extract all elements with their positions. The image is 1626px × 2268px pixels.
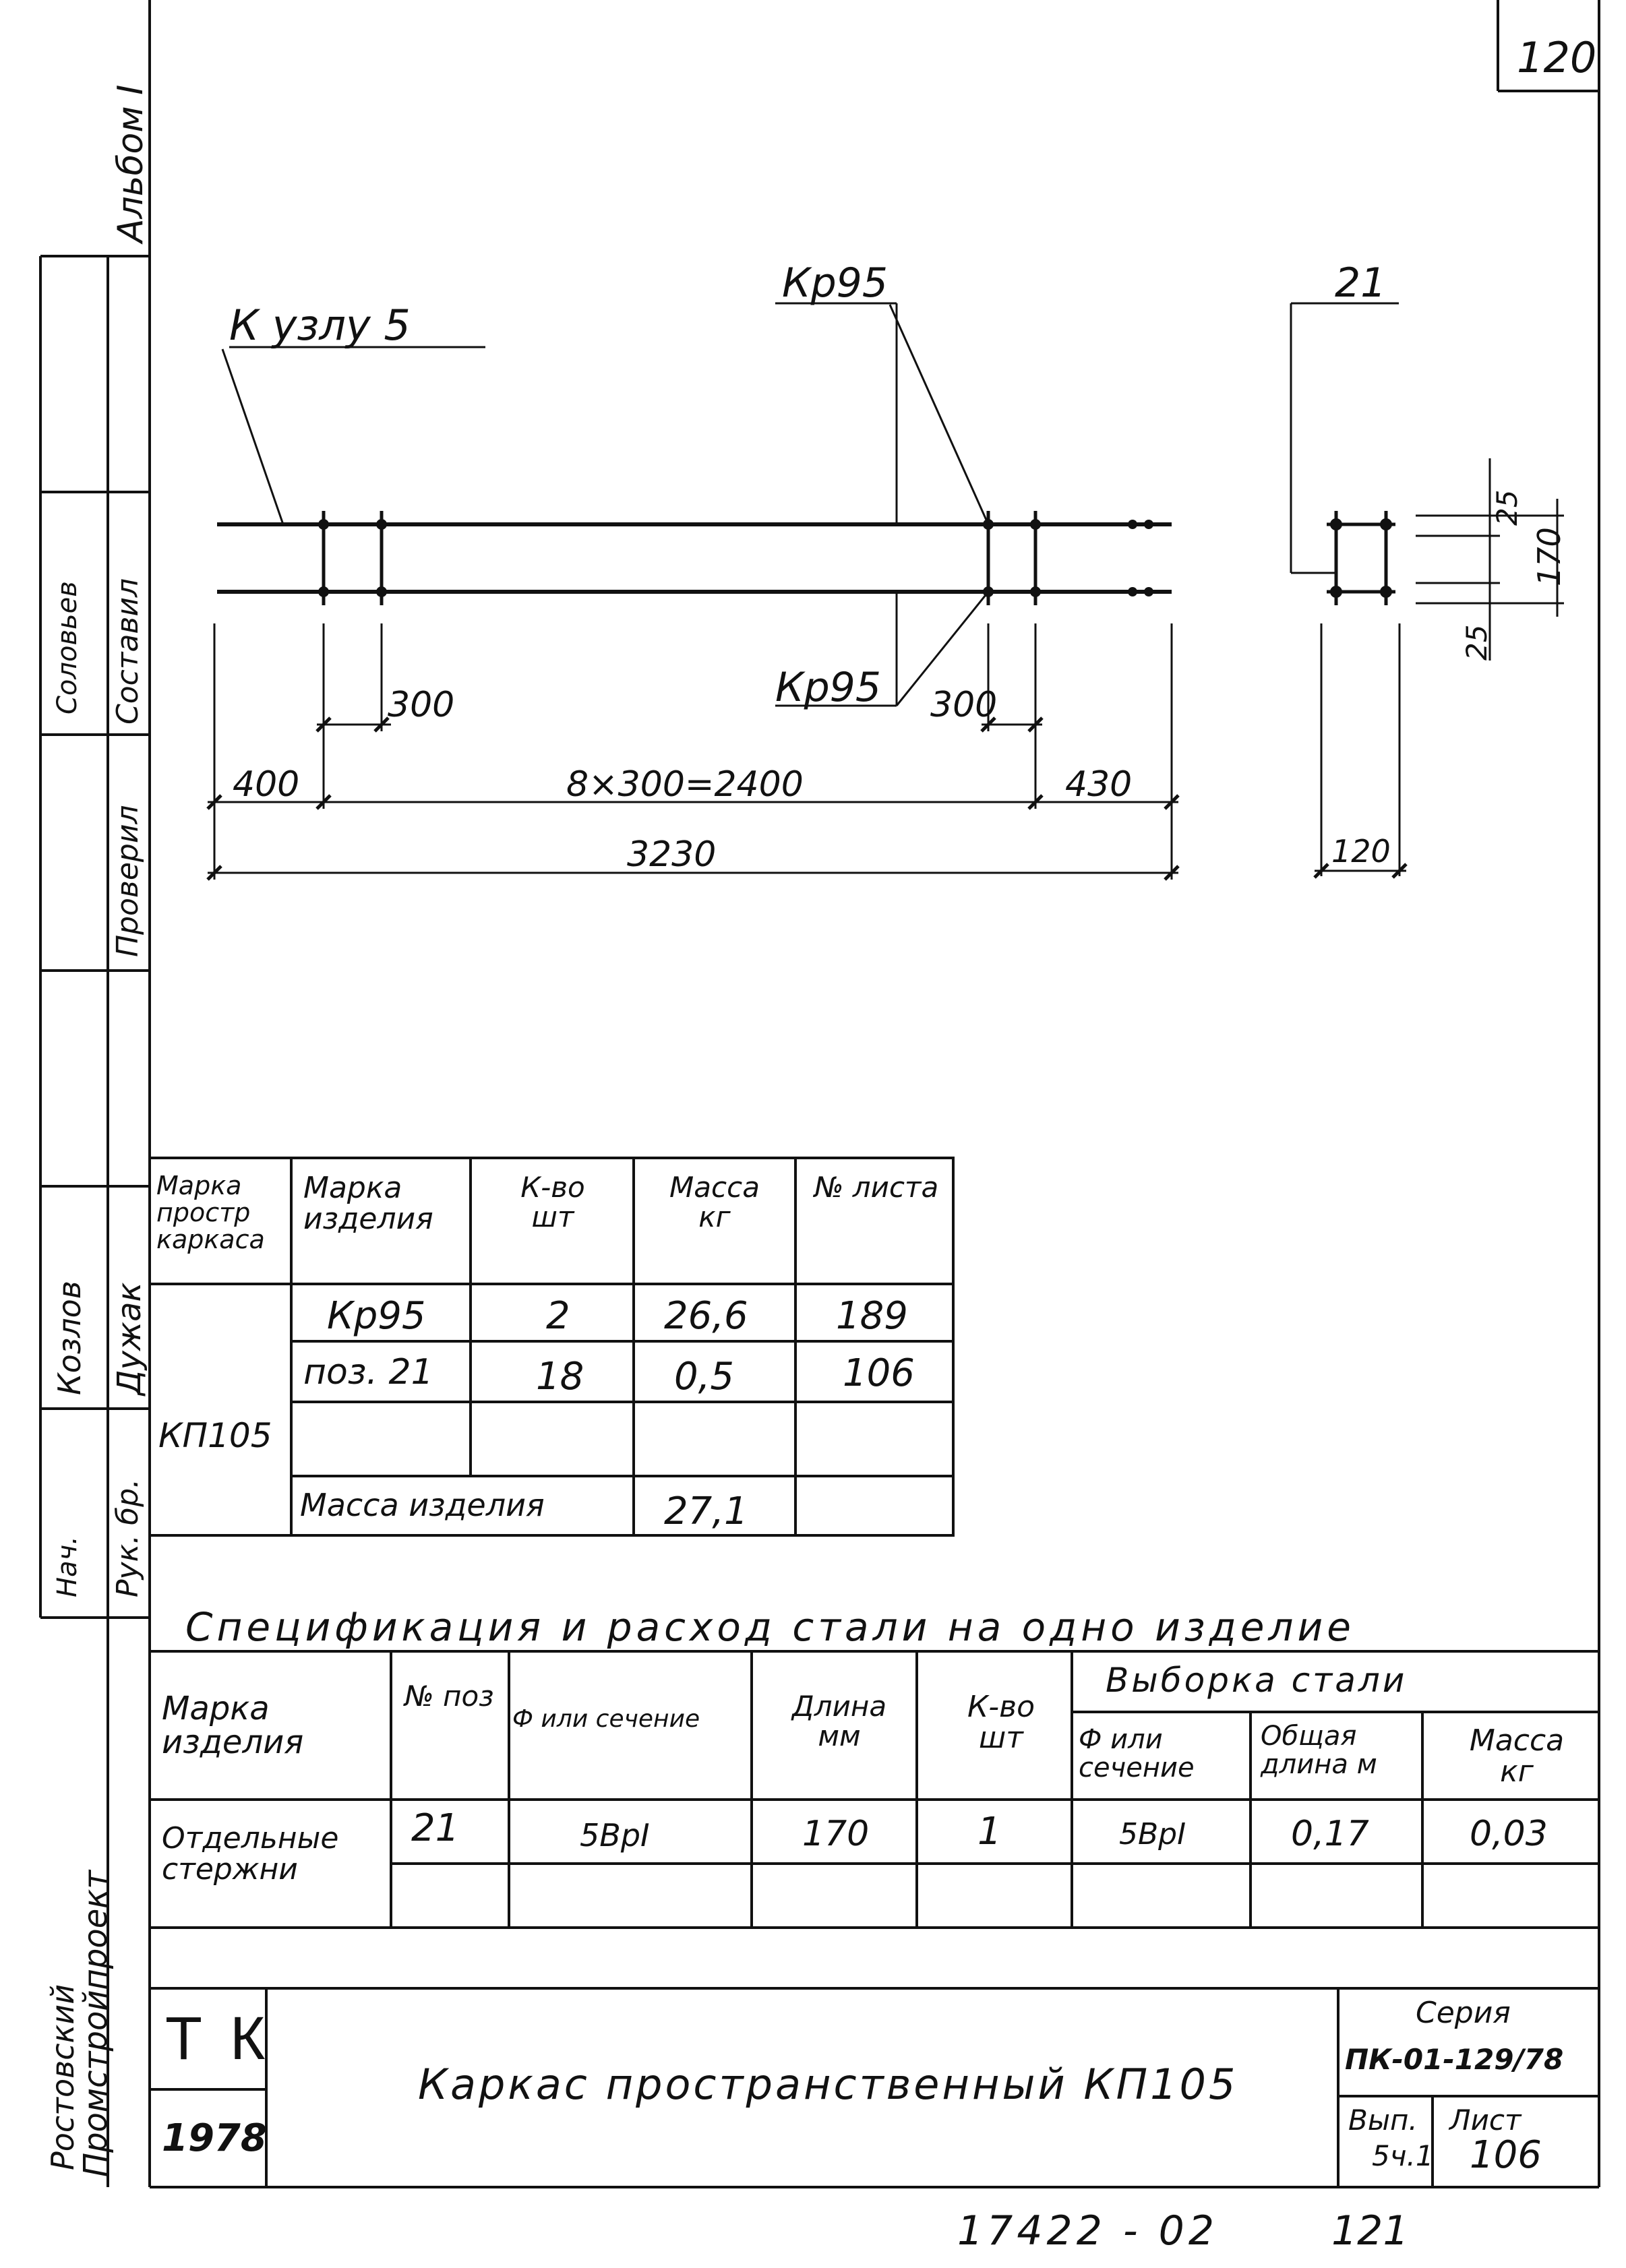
comp-header-sheet: № листа: [814, 1171, 939, 1204]
bottom-code: 17422 - 02: [957, 2207, 1219, 2255]
dim-300-left: 300: [388, 685, 455, 725]
comp-row1-mass: 26,6: [664, 1294, 748, 1338]
comp-total-mass: 27,1: [664, 1490, 748, 1533]
stamp-name-3: Соловьев: [52, 581, 83, 714]
dim-300-right: 300: [930, 685, 998, 725]
spec-group-header: Выборка стали: [1106, 1661, 1408, 1700]
dim-400: 400: [233, 764, 300, 805]
tb-issue-label: Вып.: [1348, 2104, 1418, 2137]
tb-tk: Т К: [165, 2005, 271, 2073]
bottom-num: 121: [1331, 2207, 1409, 2255]
spec-header-section: Ф или сечение: [512, 1705, 700, 1733]
stamp-org-line2: Промстройпроект: [77, 1870, 115, 2177]
dim-25-bottom: 25: [1460, 624, 1493, 661]
spec-row-mass: 0,03: [1470, 1814, 1548, 1854]
spec-title: Спецификация и расход стали на одно изде…: [185, 1604, 1355, 1650]
dim-25-top: 25: [1490, 489, 1524, 526]
comp-total-label: Масса изделия: [300, 1487, 545, 1523]
comp-header-qty: К-во шт: [520, 1171, 585, 1234]
tb-series-label: Серия: [1416, 1996, 1511, 2030]
spec-sub-section: Ф или сечение: [1079, 1724, 1195, 1783]
spec-row-sel-section: 5ВрI: [1119, 1817, 1186, 1851]
comp-row1-qty: 2: [546, 1294, 570, 1338]
comp-row1-item: Кр95: [327, 1294, 426, 1338]
callout-node: К узлу 5: [229, 301, 411, 350]
spec-header-length: Длина мм: [791, 1690, 887, 1753]
comp-header-item: Марка изделия: [303, 1171, 433, 1237]
comp-row1-sheet: 189: [836, 1294, 908, 1338]
dim-span: 8×300=2400: [566, 764, 804, 805]
callout-kr95-bottom: Кр95: [775, 664, 882, 711]
spec-header-item: Марка изделия: [162, 1690, 304, 1762]
dim-120: 120: [1331, 833, 1391, 869]
comp-header-frame: Марка простр каркаса: [156, 1171, 265, 1254]
tb-year: 1978: [162, 2116, 267, 2160]
stamp-role-3: Проверил: [111, 805, 145, 957]
pos21-label: 21: [1335, 259, 1387, 307]
spec-row-length: 170: [802, 1814, 870, 1854]
comp-row2-mass: 0,5: [674, 1355, 735, 1399]
dim-170: 170: [1531, 527, 1567, 586]
album-label: Альбом I: [111, 84, 151, 243]
tb-title: Каркас пространственный КП105: [418, 2060, 1238, 2109]
spec-row-pos: 21: [411, 1806, 460, 1850]
comp-row2-sheet: 106: [843, 1351, 915, 1395]
stamp-name-2: Козлов: [51, 1281, 88, 1395]
stamp-name-1: Дужак: [111, 1282, 148, 1395]
spec-row-total-len: 0,17: [1291, 1814, 1369, 1854]
tb-sheet-value: 106: [1470, 2133, 1542, 2177]
comp-frame-mark: КП105: [158, 1416, 272, 1455]
callout-kr95-top: Кр95: [782, 259, 889, 307]
comp-row2-item: поз. 21: [303, 1352, 433, 1392]
spec-sub-mass: Масса кг: [1469, 1723, 1565, 1789]
dim-430: 430: [1065, 764, 1133, 805]
stamp-role-2: Нач.: [52, 1536, 83, 1597]
stamp-org-line1: Ростовский: [44, 1984, 81, 2170]
tb-series-value: ПК-01-129/78: [1345, 2043, 1564, 2076]
spec-sub-length: Общая длина м: [1261, 1721, 1377, 1780]
dim-total: 3230: [627, 834, 717, 875]
spec-row-section: 5ВрI: [580, 1817, 650, 1853]
stamp-role-1: Рук. бр.: [111, 1478, 145, 1597]
comp-header-mass: Масса кг: [669, 1171, 760, 1234]
spec-row-item: Отдельные стержни: [162, 1821, 339, 1887]
tb-issue-value: 5ч.1: [1372, 2139, 1434, 2172]
stamp-role-4: Составил: [111, 578, 145, 725]
spec-row-qty: 1: [977, 1810, 1002, 1853]
spec-header-qty: К-во шт: [967, 1690, 1035, 1756]
comp-row2-qty: 18: [536, 1355, 584, 1399]
spec-header-pos: № поз: [404, 1680, 494, 1713]
page-number: 120: [1517, 33, 1597, 82]
tb-sheet-label: Лист: [1449, 2104, 1522, 2137]
